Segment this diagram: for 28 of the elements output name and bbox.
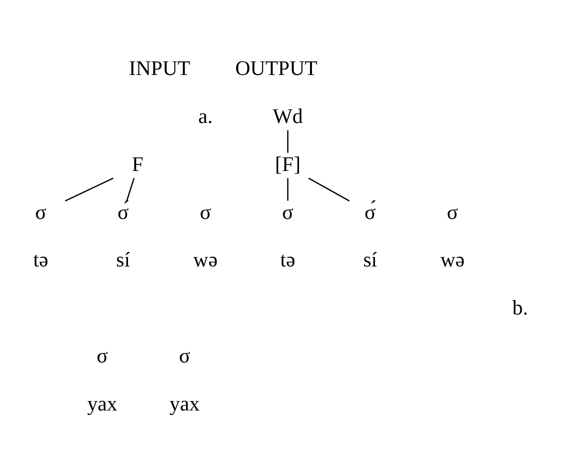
node-label: sí — [363, 248, 378, 272]
node-label: yax — [170, 392, 200, 416]
node-label: sí — [116, 248, 130, 272]
connector — [287, 130, 288, 153]
label: a. — [198, 104, 213, 128]
node-text: F — [132, 152, 144, 176]
node-label: tə — [280, 248, 296, 272]
node-text: Wd — [272, 104, 303, 128]
label: INPUT — [128, 56, 190, 80]
node-label: wə — [193, 248, 218, 272]
node-text: σ — [35, 200, 46, 224]
node-text: σ — [282, 200, 294, 224]
node-text: σ — [178, 344, 190, 368]
connector — [287, 178, 288, 201]
node-text: σ — [200, 200, 212, 224]
label: OUTPUT — [235, 56, 318, 80]
node-label: wə — [440, 248, 465, 272]
node-text: σ́ — [364, 200, 376, 224]
label: b. — [512, 296, 528, 320]
connector — [64, 178, 114, 202]
node-text: [F] — [275, 152, 301, 176]
node-text: σ́ — [117, 200, 129, 224]
connector — [126, 178, 135, 201]
node-text: σ — [446, 200, 458, 224]
node-label: yax — [87, 392, 118, 416]
node-label: tə — [33, 248, 48, 272]
connector — [308, 178, 350, 202]
node-text: σ — [96, 344, 108, 368]
